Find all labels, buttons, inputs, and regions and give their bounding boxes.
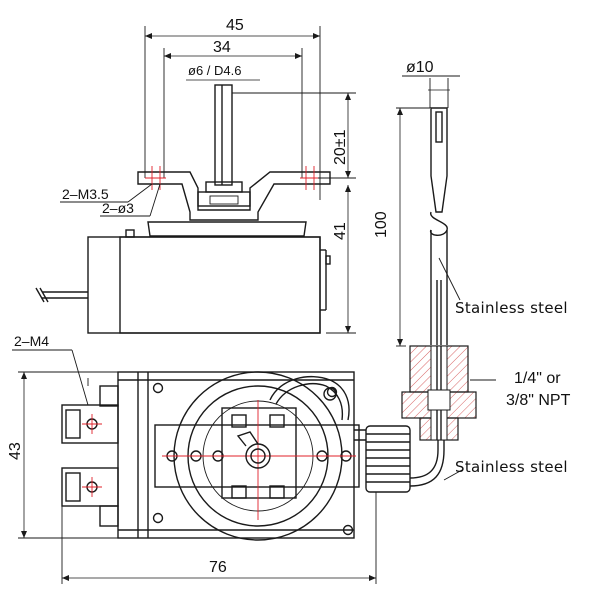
shaft	[214, 84, 233, 186]
bulb-tip	[430, 107, 448, 213]
dim-41-label: 41	[332, 222, 349, 240]
material-label-lower: Stainless steel	[455, 458, 568, 476]
shaft-collar	[205, 181, 243, 193]
terminal-thread-label: 2–M4	[14, 333, 49, 349]
terminal-lower	[61, 467, 119, 527]
mount-hole-label: 2–ø3	[102, 200, 134, 216]
temperature-bulb: ø10 100 Stainless steel 1/4" or	[373, 59, 571, 441]
body-housing	[87, 236, 321, 334]
front-view: 2–M4 43	[7, 333, 568, 584]
dim-34-label: 34	[213, 39, 231, 56]
mounting-bracket	[137, 171, 331, 221]
dim-45-label: 45	[226, 17, 244, 34]
front-body	[117, 371, 355, 539]
thread-label-line1: 1/4" or	[514, 370, 561, 387]
contact-plate	[154, 424, 360, 488]
npt-fitting	[401, 345, 477, 441]
bulb-diameter-label: ø10	[406, 59, 434, 76]
capillary-coil	[354, 425, 445, 493]
dim-76-label: 76	[209, 559, 227, 576]
mount-thread-label: 2–M3.5	[62, 186, 109, 202]
material-label-upper: Stainless steel	[455, 299, 568, 317]
dim-43-label: 43	[7, 442, 24, 460]
side-elevation-view: 45 34 ø6 / D4.6 20±1 2–M3.5	[35, 17, 356, 334]
thread-label-line2: 3/8" NPT	[506, 392, 571, 409]
terminal-upper	[61, 385, 119, 444]
shaft-dim-label: ø6 / D4.6	[188, 63, 241, 78]
dim-20-label: 20±1	[332, 129, 349, 165]
bulb-length-label: 100	[373, 211, 390, 238]
